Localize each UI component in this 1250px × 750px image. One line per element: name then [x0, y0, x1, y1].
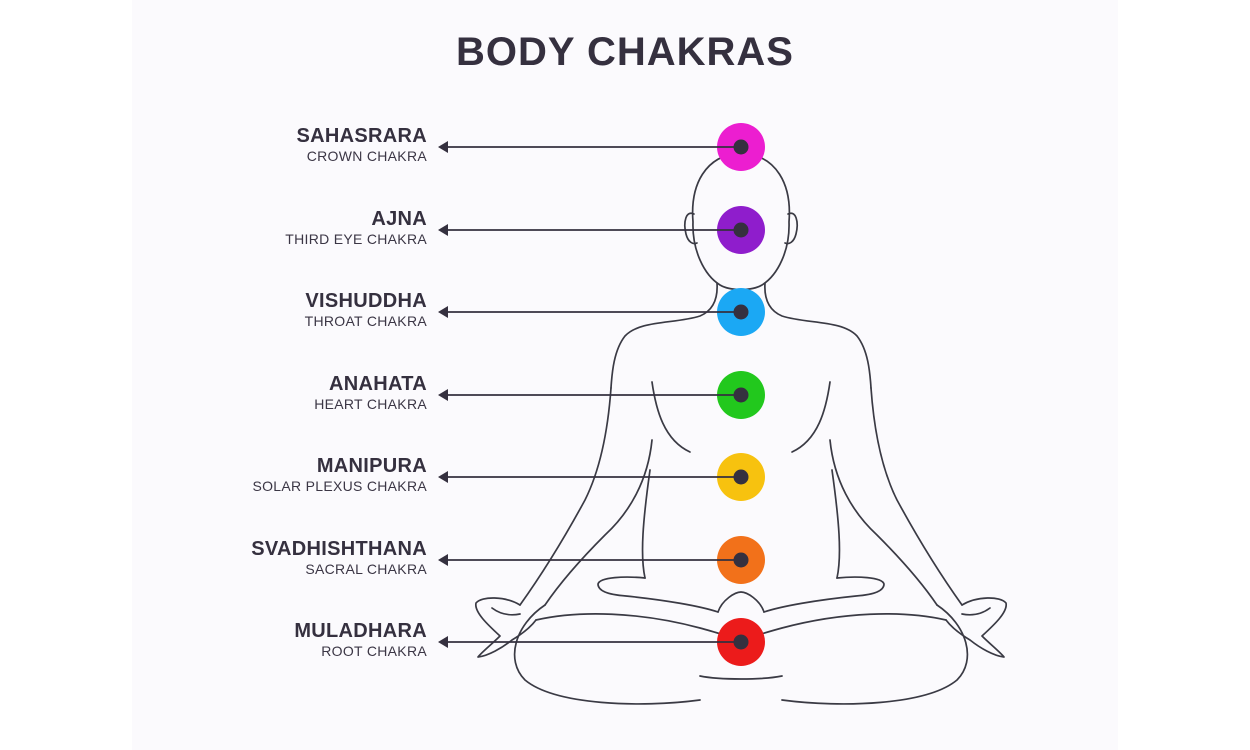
left-leg-outer	[513, 604, 701, 705]
right-chest-line	[791, 381, 831, 453]
right-leg-outer	[781, 604, 969, 705]
ajna-center-dot	[733, 222, 749, 238]
right-margin	[1118, 0, 1250, 750]
chakra-markers	[438, 123, 765, 666]
manipura-center-dot	[733, 469, 749, 485]
right-inner-arm	[829, 439, 938, 606]
muladhara-center-dot	[733, 634, 749, 650]
vishuddha-center-dot	[733, 304, 749, 320]
anahata-arrowhead	[438, 389, 448, 401]
vishuddha-arrowhead	[438, 306, 448, 318]
left-inner-arm	[544, 439, 653, 606]
left-foot	[597, 576, 719, 613]
vishuddha-subtitle: THROAT CHAKRA	[304, 313, 427, 329]
right-leg-fold	[740, 613, 947, 641]
left-fingers	[491, 607, 521, 616]
muladhara-arrowhead	[438, 636, 448, 648]
right-fingers	[961, 607, 991, 616]
right-neck-shoulder	[764, 282, 872, 389]
sahasrara-subtitle: CROWN CHAKRA	[306, 148, 427, 164]
left-margin	[0, 0, 132, 750]
muladhara-subtitle: ROOT CHAKRA	[321, 643, 427, 659]
page-title: BODY CHAKRAS	[456, 30, 794, 74]
anahata-center-dot	[733, 387, 749, 403]
anahata-subtitle: HEART CHAKRA	[314, 396, 427, 412]
right-arm	[870, 387, 963, 606]
right-hand	[945, 597, 1007, 658]
ajna-arrowhead	[438, 224, 448, 236]
ajna-subtitle: THIRD EYE CHAKRA	[285, 231, 427, 247]
manipura-subtitle: SOLAR PLEXUS CHAKRA	[252, 478, 427, 494]
vishuddha-name: VISHUDDHA	[305, 290, 427, 312]
left-neck-shoulder	[610, 282, 718, 389]
svadhishthana-name: SVADHISHTHANA	[251, 538, 427, 560]
ajna-name: AJNA	[371, 208, 427, 230]
sahasrara-center-dot	[733, 139, 749, 155]
left-leg-fold	[535, 613, 742, 641]
manipura-arrowhead	[438, 471, 448, 483]
svadhishthana-subtitle: SACRAL CHAKRA	[305, 561, 427, 577]
left-hand	[475, 597, 537, 658]
left-chest-line	[651, 381, 691, 453]
svadhishthana-center-dot	[733, 552, 749, 568]
muladhara-name: MULADHARA	[294, 620, 427, 642]
left-ear	[684, 212, 698, 245]
right-waist	[831, 469, 841, 579]
right-foot	[763, 576, 885, 613]
left-waist	[641, 469, 651, 579]
sahasrara-arrowhead	[438, 141, 448, 153]
right-ear	[784, 212, 798, 245]
manipura-name: MANIPURA	[316, 455, 427, 477]
anahata-name: ANAHATA	[328, 373, 427, 395]
body-outline	[475, 152, 1007, 705]
sahasrara-name: SAHASRARA	[296, 125, 427, 147]
groin-line	[717, 591, 765, 613]
svadhishthana-arrowhead	[438, 554, 448, 566]
left-arm	[519, 387, 612, 606]
seat-line	[699, 675, 783, 680]
